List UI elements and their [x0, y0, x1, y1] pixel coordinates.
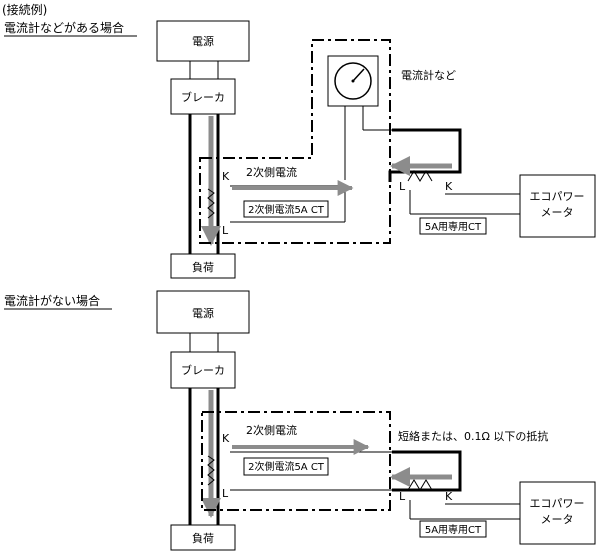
ct-5a-tag [243, 200, 329, 218]
section1-title: 電流計などがある場合 [4, 20, 124, 35]
eco-power-meter-label-1: エコパワー [530, 190, 585, 203]
ct-terminal-l-left: L [222, 487, 229, 500]
ct-5a-label: 2次側電流5A CT [248, 203, 325, 216]
diagram-with-ammeter: 電源 ブレーカ 負荷 電流計など K L 2次側電流 2次側電流5A CT L [156, 20, 596, 279]
secondary-current-label: 2次側電流 [246, 165, 297, 179]
ammeter-label: 電流計など [401, 68, 456, 82]
breaker-box [170, 78, 236, 115]
ct-terminal-k-left: K [222, 432, 230, 445]
dashdot-enclosure [199, 39, 391, 244]
eco-power-meter-label-1: エコパワー [530, 497, 585, 510]
eco-power-meter-box [519, 481, 596, 545]
dedicated-ct-terminal-l: L [399, 180, 406, 193]
breaker-label: ブレーカ [181, 90, 225, 104]
eco-power-meter-box [519, 174, 596, 238]
short-circuit-loop [392, 450, 462, 492]
breaker-label: ブレーカ [181, 363, 225, 377]
diagram-without-ammeter: 電源 ブレーカ 負荷 K L 2次側電流 2次側電流5A CT 短絡または、0.… [156, 290, 596, 551]
power-source-label: 電源 [192, 306, 214, 320]
load-box [170, 524, 236, 551]
ct-5a-tag [243, 457, 329, 476]
eco-power-meter-label-2: メータ [541, 513, 574, 526]
secondary-current-label: 2次側電流 [246, 423, 297, 437]
dashdot-enclosure [201, 411, 391, 511]
current-transformer-left-coil [207, 188, 215, 219]
dedicated-ct-coil [407, 479, 433, 491]
current-transformer-left-coil [207, 455, 215, 486]
short-circuit-label: 短絡または、0.1Ω 以下の抵抗 [398, 429, 548, 443]
eco-power-meter-label-2: メータ [541, 206, 574, 219]
load-label: 負荷 [192, 532, 214, 545]
dedicated-ct-secondary-loop [388, 128, 462, 182]
dedicated-ct-label: 5A用専用CT [425, 524, 482, 536]
ct-5a-label: 2次側電流5A CT [248, 460, 325, 473]
ammeter-pivot [351, 79, 355, 83]
ammeter-needle [352, 68, 365, 82]
dedicated-ct-terminal-k: K [445, 490, 453, 503]
ct-terminal-k-left: K [222, 170, 230, 183]
power-source-box [156, 290, 250, 334]
dedicated-ct-label: 5A用専用CT [425, 221, 482, 233]
example-label: (接続例) [2, 2, 47, 17]
dedicated-ct-terminal-k: K [445, 180, 453, 193]
breaker-box [170, 351, 236, 389]
dedicated-ct-terminal-l: L [399, 490, 406, 503]
dedicated-ct-tag [419, 520, 487, 538]
load-box [170, 253, 236, 279]
section2-title: 電流計がない場合 [4, 293, 100, 308]
dedicated-ct-coil [407, 170, 433, 182]
power-source-label: 電源 [192, 34, 214, 48]
power-source-box [156, 20, 250, 62]
dedicated-ct-tag [419, 217, 487, 235]
ct-terminal-l-left: L [222, 224, 229, 237]
load-label: 負荷 [192, 261, 214, 274]
